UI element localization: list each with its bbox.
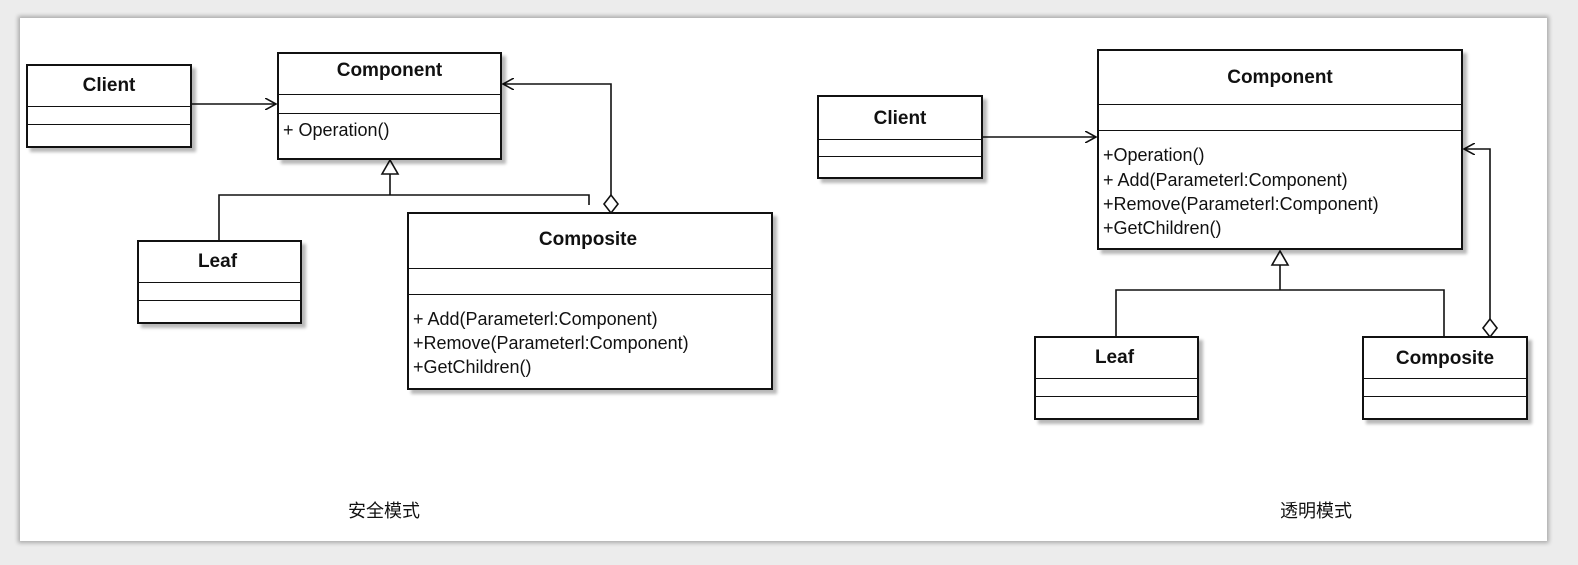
operation: +GetChildren() bbox=[413, 357, 532, 377]
safe-mode-caption: 安全模式 bbox=[348, 501, 420, 522]
safe-leaf-class[interactable]: Leaf bbox=[137, 240, 302, 324]
operation: +Operation() bbox=[1103, 145, 1205, 165]
operation: +GetChildren() bbox=[1103, 218, 1222, 238]
safe-composite-aggregation bbox=[503, 84, 620, 215]
transparent-client-class[interactable]: Client bbox=[817, 95, 983, 179]
transparent-leaf-class[interactable]: Leaf bbox=[1034, 336, 1199, 420]
transparent-generalization bbox=[1115, 249, 1445, 336]
transparent-composite-aggregation bbox=[1464, 149, 1499, 339]
class-name: Client bbox=[873, 108, 927, 129]
transparent-composite-class[interactable]: Composite bbox=[1362, 336, 1528, 420]
operation: +Remove(Parameterl:Component) bbox=[1103, 194, 1379, 214]
operation: + Add(Parameterl:Component) bbox=[1103, 170, 1348, 190]
class-name: Leaf bbox=[197, 251, 238, 272]
class-name: Component bbox=[336, 60, 443, 81]
class-name: Leaf bbox=[1094, 347, 1135, 368]
operation: + Add(Parameterl:Component) bbox=[413, 309, 658, 329]
operation: +Remove(Parameterl:Component) bbox=[413, 333, 689, 353]
safe-generalization bbox=[218, 158, 590, 240]
class-name: Composite bbox=[538, 229, 638, 250]
safe-client-class[interactable]: Client bbox=[26, 64, 192, 148]
transparent-mode-caption: 透明模式 bbox=[1280, 501, 1352, 522]
safe-composite-class[interactable]: Composite + Add(Parameterl:Component) +R… bbox=[407, 212, 773, 390]
transparent-component-class[interactable]: Component +Operation() + Add(Parameterl:… bbox=[1097, 49, 1463, 250]
class-name: Composite bbox=[1395, 348, 1495, 369]
class-name: Component bbox=[1227, 67, 1333, 88]
operation: + Operation() bbox=[283, 120, 390, 140]
class-name: Client bbox=[82, 75, 136, 96]
safe-component-class[interactable]: Component + Operation() bbox=[277, 52, 502, 160]
